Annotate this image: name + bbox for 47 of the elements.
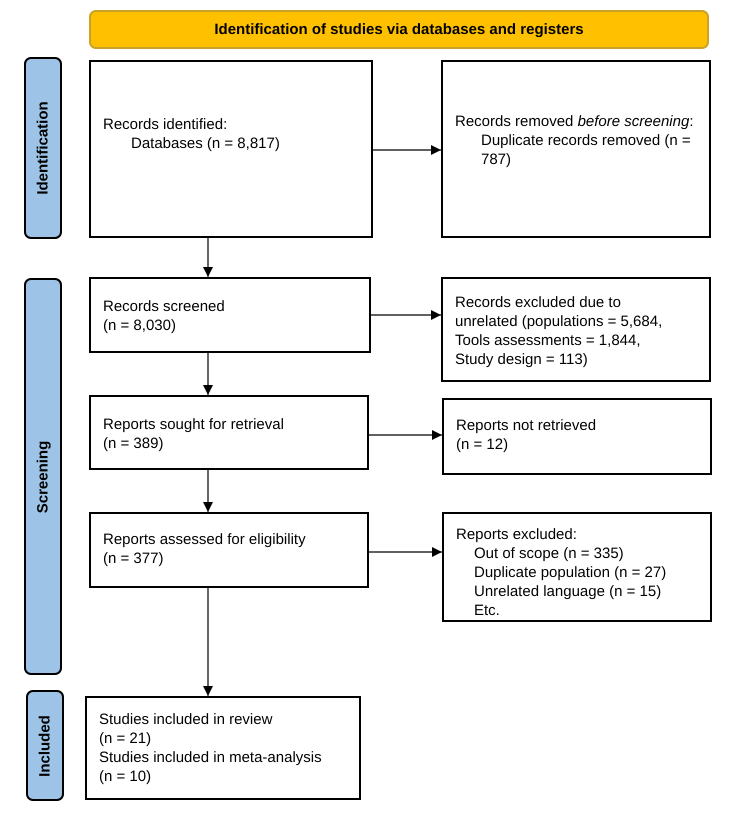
process-box xyxy=(441,60,711,238)
arrow xyxy=(203,470,213,512)
box-text: Studies included in meta-analysis xyxy=(99,748,322,767)
phase-band xyxy=(24,278,62,675)
box-text: (n = 389) xyxy=(103,434,164,453)
box-text: Records removed before screening: xyxy=(455,112,694,131)
box-text: Etc. xyxy=(473,601,500,620)
box-text: Records screened xyxy=(103,297,225,316)
section-header-banner xyxy=(89,10,709,49)
box-text: Duplicate population (n = 27) xyxy=(473,563,666,582)
arrow xyxy=(371,310,441,320)
box-text: Duplicate records removed (n = 787) xyxy=(480,131,692,169)
box-text: (n = 8,030) xyxy=(103,316,176,335)
box-text: Reports not retrieved xyxy=(456,416,596,435)
arrow xyxy=(203,238,213,277)
phase-band xyxy=(26,690,64,801)
box-text: (n = 377) xyxy=(103,549,164,568)
box-text: Records identified: xyxy=(103,115,228,134)
process-box xyxy=(441,277,711,382)
process-box xyxy=(89,277,371,353)
box-text: Studies included in review xyxy=(99,710,272,729)
arrow xyxy=(369,547,442,557)
header-text: Identification of studies via databases and registers xyxy=(214,21,584,38)
box-text: Reports excluded: xyxy=(456,525,577,544)
box-text: Databases (n = 8,817) xyxy=(130,134,280,153)
process-box xyxy=(442,398,712,475)
box-text: Reports sought for retrieval xyxy=(103,415,284,434)
arrow xyxy=(203,588,213,696)
process-box xyxy=(89,512,369,588)
box-text: Reports assessed for eligibility xyxy=(103,530,306,549)
box-text: Out of scope (n = 335) xyxy=(473,544,624,563)
arrow xyxy=(369,430,442,440)
phase-label: Identification xyxy=(34,101,52,195)
process-box xyxy=(85,696,361,800)
process-box xyxy=(89,395,369,470)
phase-label: Screening xyxy=(34,440,52,513)
phase-label: Included xyxy=(36,714,54,776)
box-text: Records excluded due to unrelated (populations = 5,684, Tools assessments = 1,844, Study design = 113) xyxy=(455,293,664,369)
box-text: (n = 21) xyxy=(99,729,152,748)
process-box xyxy=(89,60,373,238)
box-text: (n = 10) xyxy=(99,767,152,786)
phase-band xyxy=(24,57,62,239)
process-box xyxy=(442,512,712,622)
arrow xyxy=(373,145,441,155)
box-text: (n = 12) xyxy=(456,435,508,454)
box-text: Unrelated language (n = 15) xyxy=(473,582,662,601)
arrow xyxy=(203,353,213,395)
